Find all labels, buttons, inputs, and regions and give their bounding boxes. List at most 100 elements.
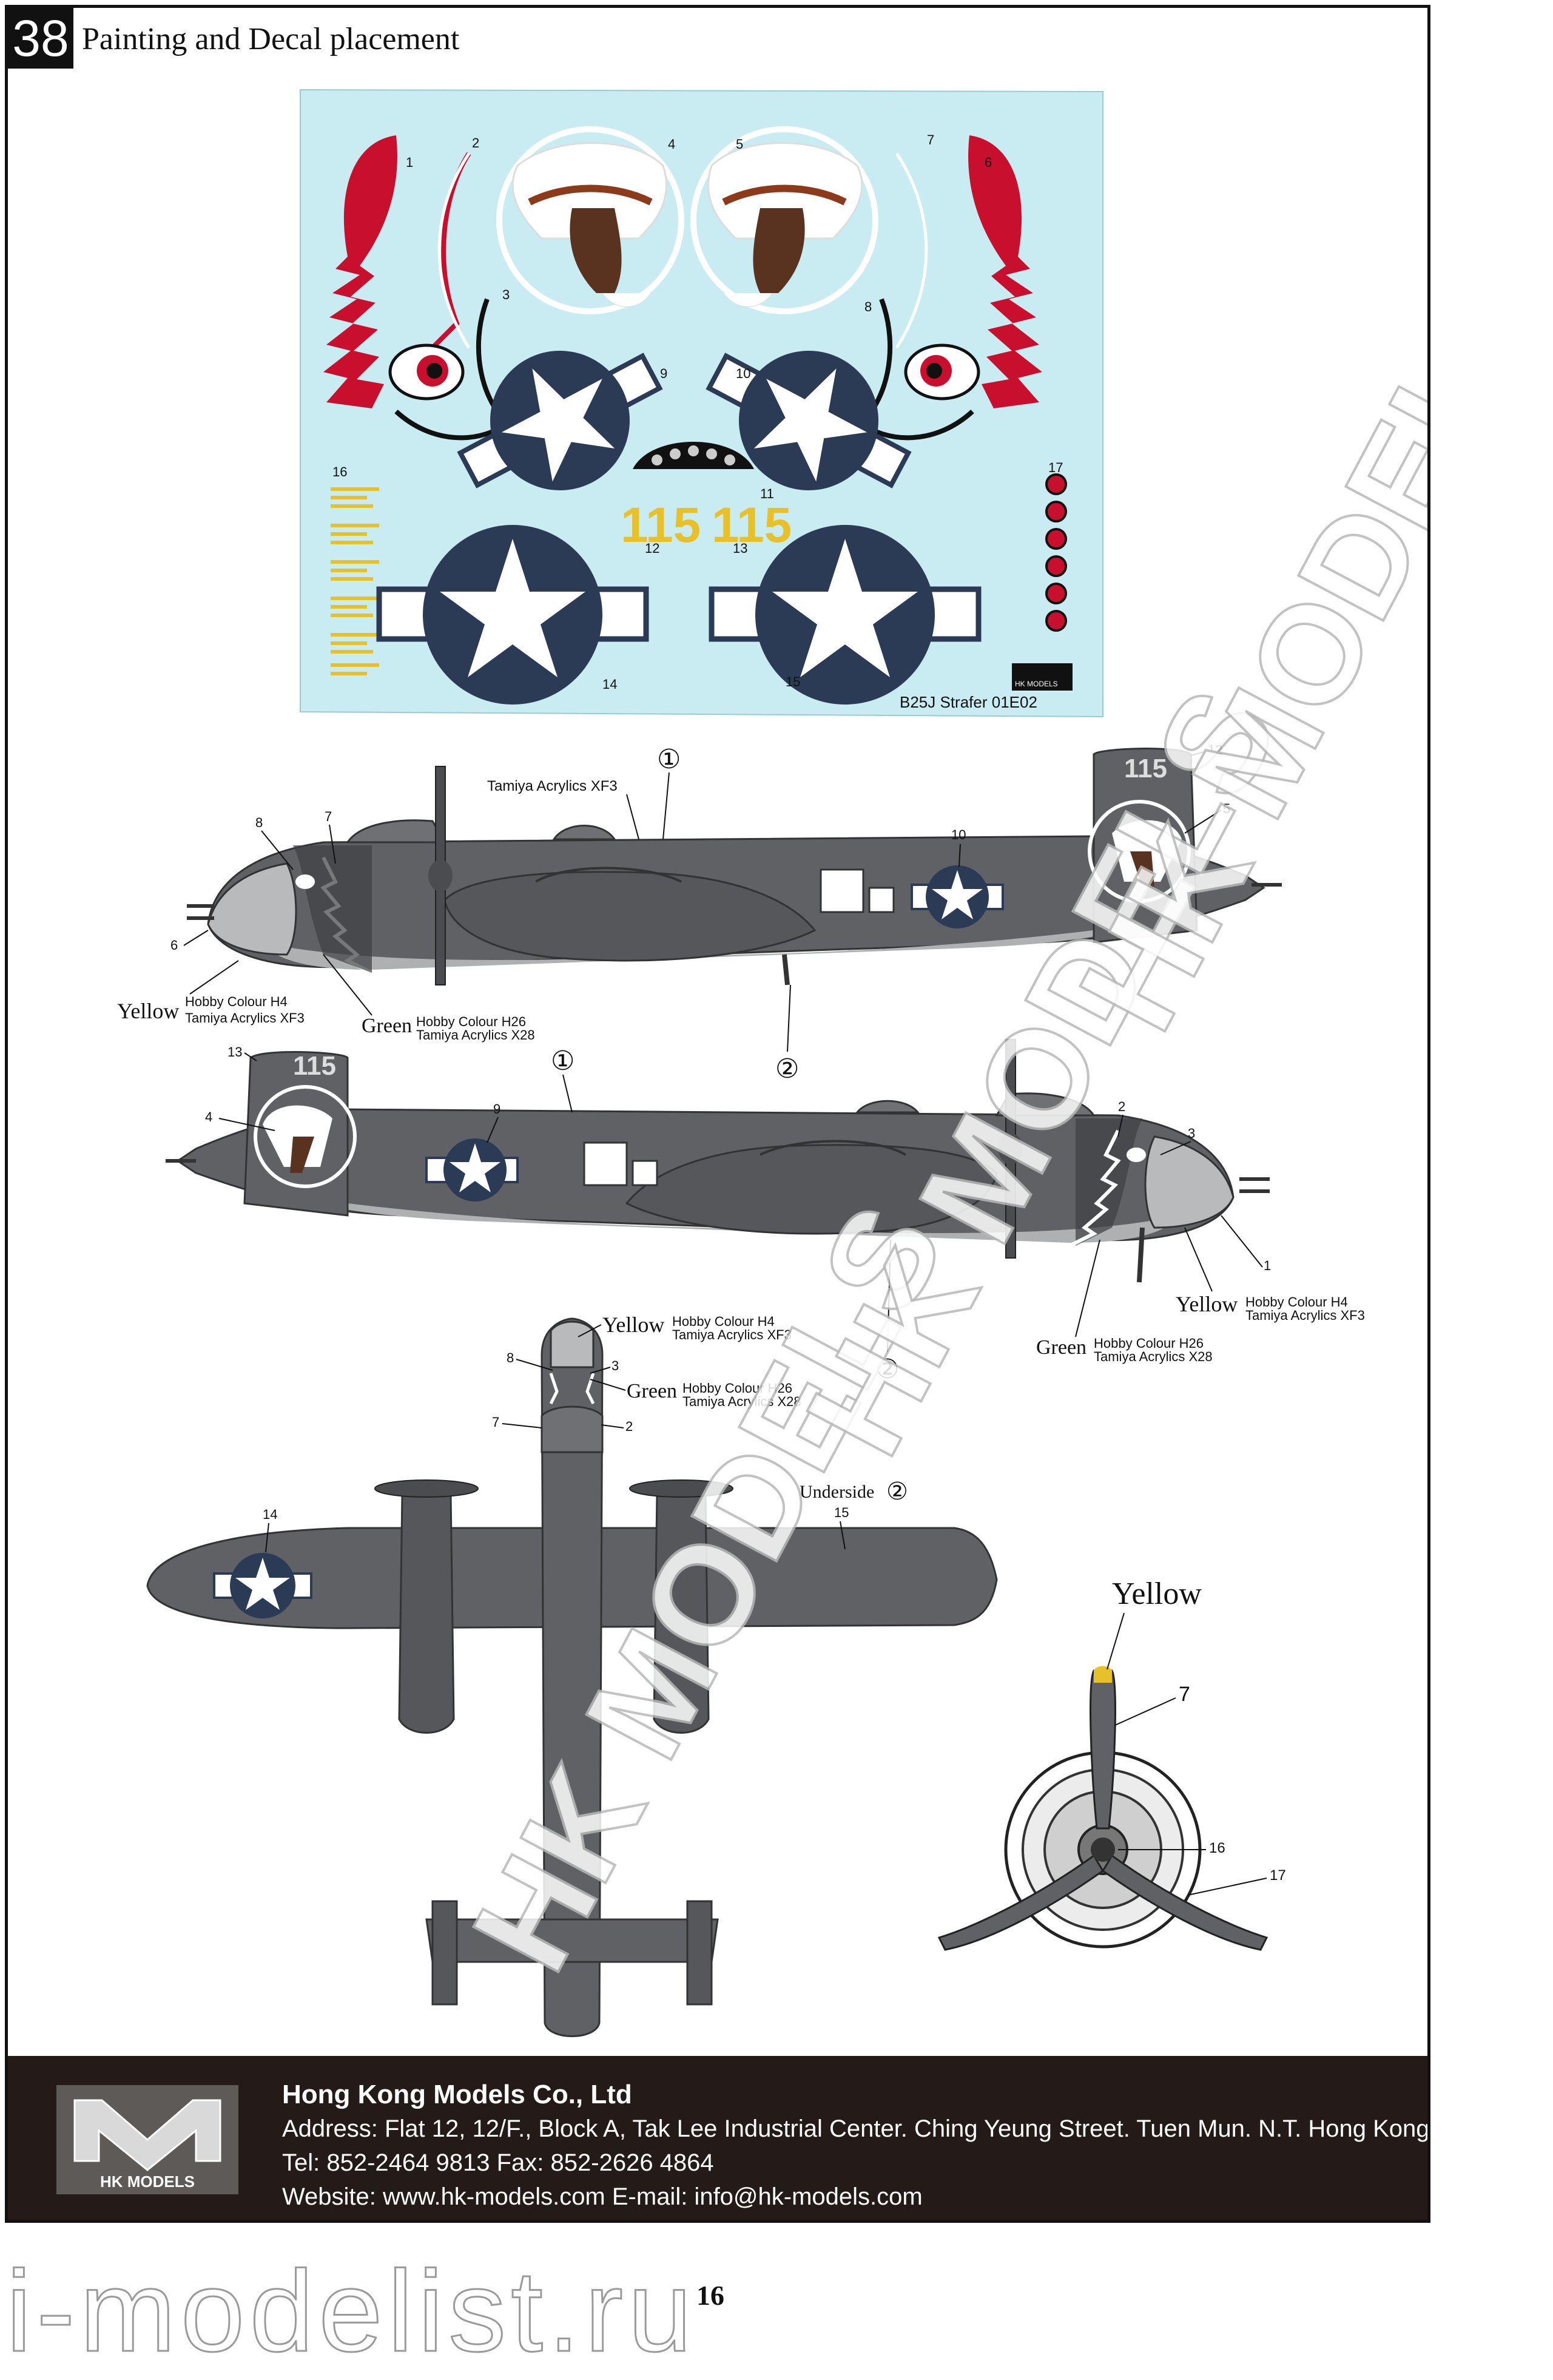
indian-head-decal-left — [496, 126, 684, 314]
top-green-hobby: Hobby Colour H26 — [682, 1381, 792, 1396]
engine-decal-ref-16: 16 — [1209, 1840, 1225, 1856]
upper-paint-label: Tamiya Acrylics XF3 — [487, 778, 618, 794]
engine-yellow-label: Yellow — [1112, 1577, 1202, 1611]
top-decal-ref-14: 14 — [263, 1507, 277, 1522]
top-view — [146, 1317, 998, 2037]
hk-models-logo: HK MODELS — [56, 2085, 238, 2194]
decal-number-1: 1 — [406, 155, 413, 170]
right-yellow-name: Yellow — [1176, 1292, 1238, 1316]
right-decal-ref-13: 13 — [227, 1044, 242, 1060]
decal-number-8: 8 — [864, 299, 872, 314]
left-decal-ref-8: 8 — [255, 815, 263, 830]
top-yellow-tamiya: Tamiya Acrylics XF3 — [672, 1327, 792, 1342]
top-green-tamiya: Tamiya Acrylics X28 — [682, 1394, 801, 1409]
circle-ref-1-right: ① — [551, 1046, 574, 1076]
watermark-hk-3: HK MODELS — [1049, 241, 1430, 1053]
top-decal-ref-8: 8 — [507, 1350, 514, 1365]
indian-head-decal-right — [690, 126, 878, 314]
decal-number-14: 14 — [602, 677, 617, 692]
left-green-hobby: Hobby Colour H26 — [416, 1014, 526, 1029]
left-decal-ref-5: 5 — [1223, 801, 1230, 816]
right-decal-ref-9: 9 — [493, 1101, 500, 1117]
right-decal-ref-1: 1 — [1264, 1258, 1271, 1273]
company-address: Address: Flat 12, 12/F., Block A, Tak Le… — [282, 2115, 1430, 2142]
tail-code-right: 115 — [293, 1051, 336, 1081]
sheet-brand: HK MODELS — [1015, 680, 1058, 688]
underside-label: Underside — [800, 1482, 874, 1502]
tail-code-decal-13: 115 — [712, 498, 792, 553]
right-green-hobby: Hobby Colour H26 — [1094, 1336, 1204, 1351]
decal-number-17: 17 — [1048, 460, 1063, 475]
right-green-tamiya: Tamiya Acrylics X28 — [1094, 1349, 1213, 1364]
left-decal-ref-7: 7 — [325, 809, 332, 824]
company-web-email: Website: www.hk-models.com E-mail: info@… — [282, 2183, 923, 2210]
site-watermark: i-modelist.ru — [5, 2246, 697, 2377]
side-view-left-labels: Tamiya Acrylics XF3 ① ② 8 7 6 10 12 5 Ye… — [117, 742, 1230, 1084]
top-decal-ref-3: 3 — [611, 1358, 619, 1373]
side-view-left: 115 — [187, 748, 1282, 985]
company-footer: HK MODELS Hong Kong Models Co., Ltd Addr… — [8, 2056, 1427, 2220]
circle-ref-2-left: ② — [775, 1054, 799, 1084]
tail-code-decal-12: 115 — [621, 498, 701, 553]
painting-artwork: 115 115 — [117, 89, 1430, 2037]
prop-hub-decals — [1045, 473, 1067, 632]
decal-number-10: 10 — [736, 366, 750, 381]
left-green-name: Green — [362, 1015, 412, 1037]
left-decal-ref-6: 6 — [170, 938, 178, 953]
sheet-id: B25J Strafer 01E02 — [900, 693, 1037, 711]
left-decal-ref-10: 10 — [951, 827, 966, 842]
side-view-right-labels: 13 4 9 2 3 1 ① ② Yellow Hobby Colour H4 … — [205, 1044, 1365, 1384]
left-green-tamiya: Tamiya Acrylics X28 — [416, 1027, 535, 1043]
decal-number-9: 9 — [660, 366, 667, 381]
insignia-decal-9 — [457, 351, 663, 490]
instruction-page: 115 115 — [5, 5, 1430, 2223]
stencil-decals — [331, 487, 379, 675]
decal-number-3: 3 — [502, 287, 510, 302]
circle-ref-2-right: ② — [875, 1354, 899, 1384]
right-decal-ref-4: 4 — [205, 1109, 212, 1124]
engine-decal-ref-7: 7 — [1179, 1683, 1190, 1706]
page-title: Painting and Decal placement — [82, 22, 460, 56]
contact-info: Hong Kong Models Co., Ltd Address: Flat … — [282, 2078, 1430, 2214]
right-decal-ref-3: 3 — [1188, 1126, 1195, 1141]
logo-text: HK MODELS — [100, 2172, 195, 2191]
page-number: 16 — [696, 2280, 724, 2311]
top-yellow-hobby: Hobby Colour H4 — [672, 1314, 775, 1329]
decal-number-11: 11 — [760, 486, 774, 501]
top-decal-ref-7: 7 — [492, 1415, 499, 1430]
decal-number-2: 2 — [472, 135, 479, 150]
insignia-decal-15 — [709, 525, 982, 705]
top-green-name: Green — [627, 1380, 677, 1402]
decal-number-13: 13 — [733, 541, 747, 556]
decal-number-4: 4 — [668, 137, 675, 152]
top-yellow-name: Yellow — [602, 1313, 664, 1337]
right-yellow-tamiya: Tamiya Acrylics XF3 — [1245, 1308, 1365, 1323]
engine-decal-ref-17: 17 — [1270, 1867, 1286, 1884]
top-decal-ref-2: 2 — [625, 1419, 633, 1434]
insignia-decal-10 — [706, 351, 912, 490]
top-view-labels: Yellow Hobby Colour H4 Tamiya Acrylics X… — [263, 1313, 908, 1553]
engine-front-view — [937, 1666, 1268, 1951]
decal-number-16: 16 — [332, 464, 347, 479]
decal-number-12: 12 — [645, 541, 659, 556]
instrument-panel-decal — [633, 442, 754, 469]
left-yellow-tamiya: Tamiya Acrylics XF3 — [185, 1010, 305, 1026]
decal-number-5: 5 — [736, 137, 743, 152]
right-green-name: Green — [1036, 1336, 1086, 1359]
right-yellow-hobby: Hobby Colour H4 — [1245, 1294, 1348, 1310]
underside-ref: ② — [886, 1478, 908, 1505]
insignia-decal-14 — [376, 525, 649, 705]
decal-number-6: 6 — [985, 155, 992, 170]
left-yellow-hobby: Hobby Colour H4 — [185, 994, 288, 1009]
tail-code-left: 115 — [1124, 754, 1167, 783]
engine-view-labels: Yellow 7 16 17 — [1107, 1577, 1286, 1896]
company-name: Hong Kong Models Co., Ltd — [282, 2080, 632, 2109]
circle-ref-1-left: ① — [657, 745, 681, 774]
left-yellow-name: Yellow — [117, 999, 179, 1023]
left-decal-ref-12: 12 — [1208, 742, 1222, 757]
side-view-right: 115 — [166, 1039, 1270, 1283]
top-decal-ref-15: 15 — [834, 1505, 849, 1520]
company-phone-fax: Tel: 852-2464 9813 Fax: 852-2626 4864 — [282, 2149, 714, 2176]
decal-sheet: 115 115 — [300, 89, 1103, 718]
decal-number-15: 15 — [786, 674, 800, 689]
